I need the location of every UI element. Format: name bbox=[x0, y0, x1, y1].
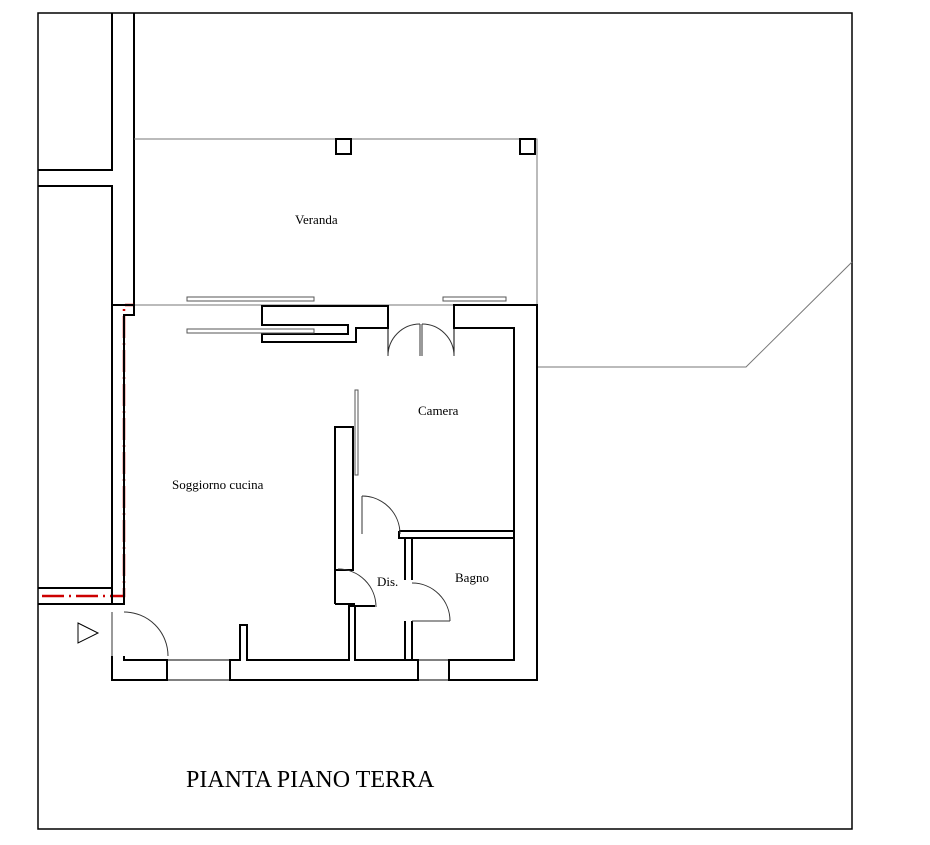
site-boundary bbox=[537, 261, 853, 368]
room-label-bagno: Bagno bbox=[455, 570, 489, 585]
sheet-frame bbox=[37, 12, 853, 830]
entrance-arrow-icon bbox=[77, 622, 100, 644]
room-label-disimpegno: Dis. bbox=[377, 574, 398, 589]
exterior-walls bbox=[111, 304, 538, 681]
drawing-title: PIANTA PIANO TERRA bbox=[186, 767, 435, 793]
veranda-pillar bbox=[519, 138, 536, 155]
door-swings bbox=[111, 323, 455, 657]
sliding-door-pane bbox=[354, 389, 359, 476]
property-boundary-line bbox=[42, 303, 134, 598]
room-label-veranda: Veranda bbox=[295, 212, 338, 227]
room-label-camera: Camera bbox=[418, 403, 459, 418]
room-label-soggiorno-cucina: Soggiorno cucina bbox=[172, 477, 264, 492]
neighbour-building bbox=[38, 13, 135, 605]
interior-walls bbox=[334, 426, 515, 661]
veranda-pillar bbox=[335, 138, 352, 155]
sliding-window-panels bbox=[186, 296, 507, 334]
